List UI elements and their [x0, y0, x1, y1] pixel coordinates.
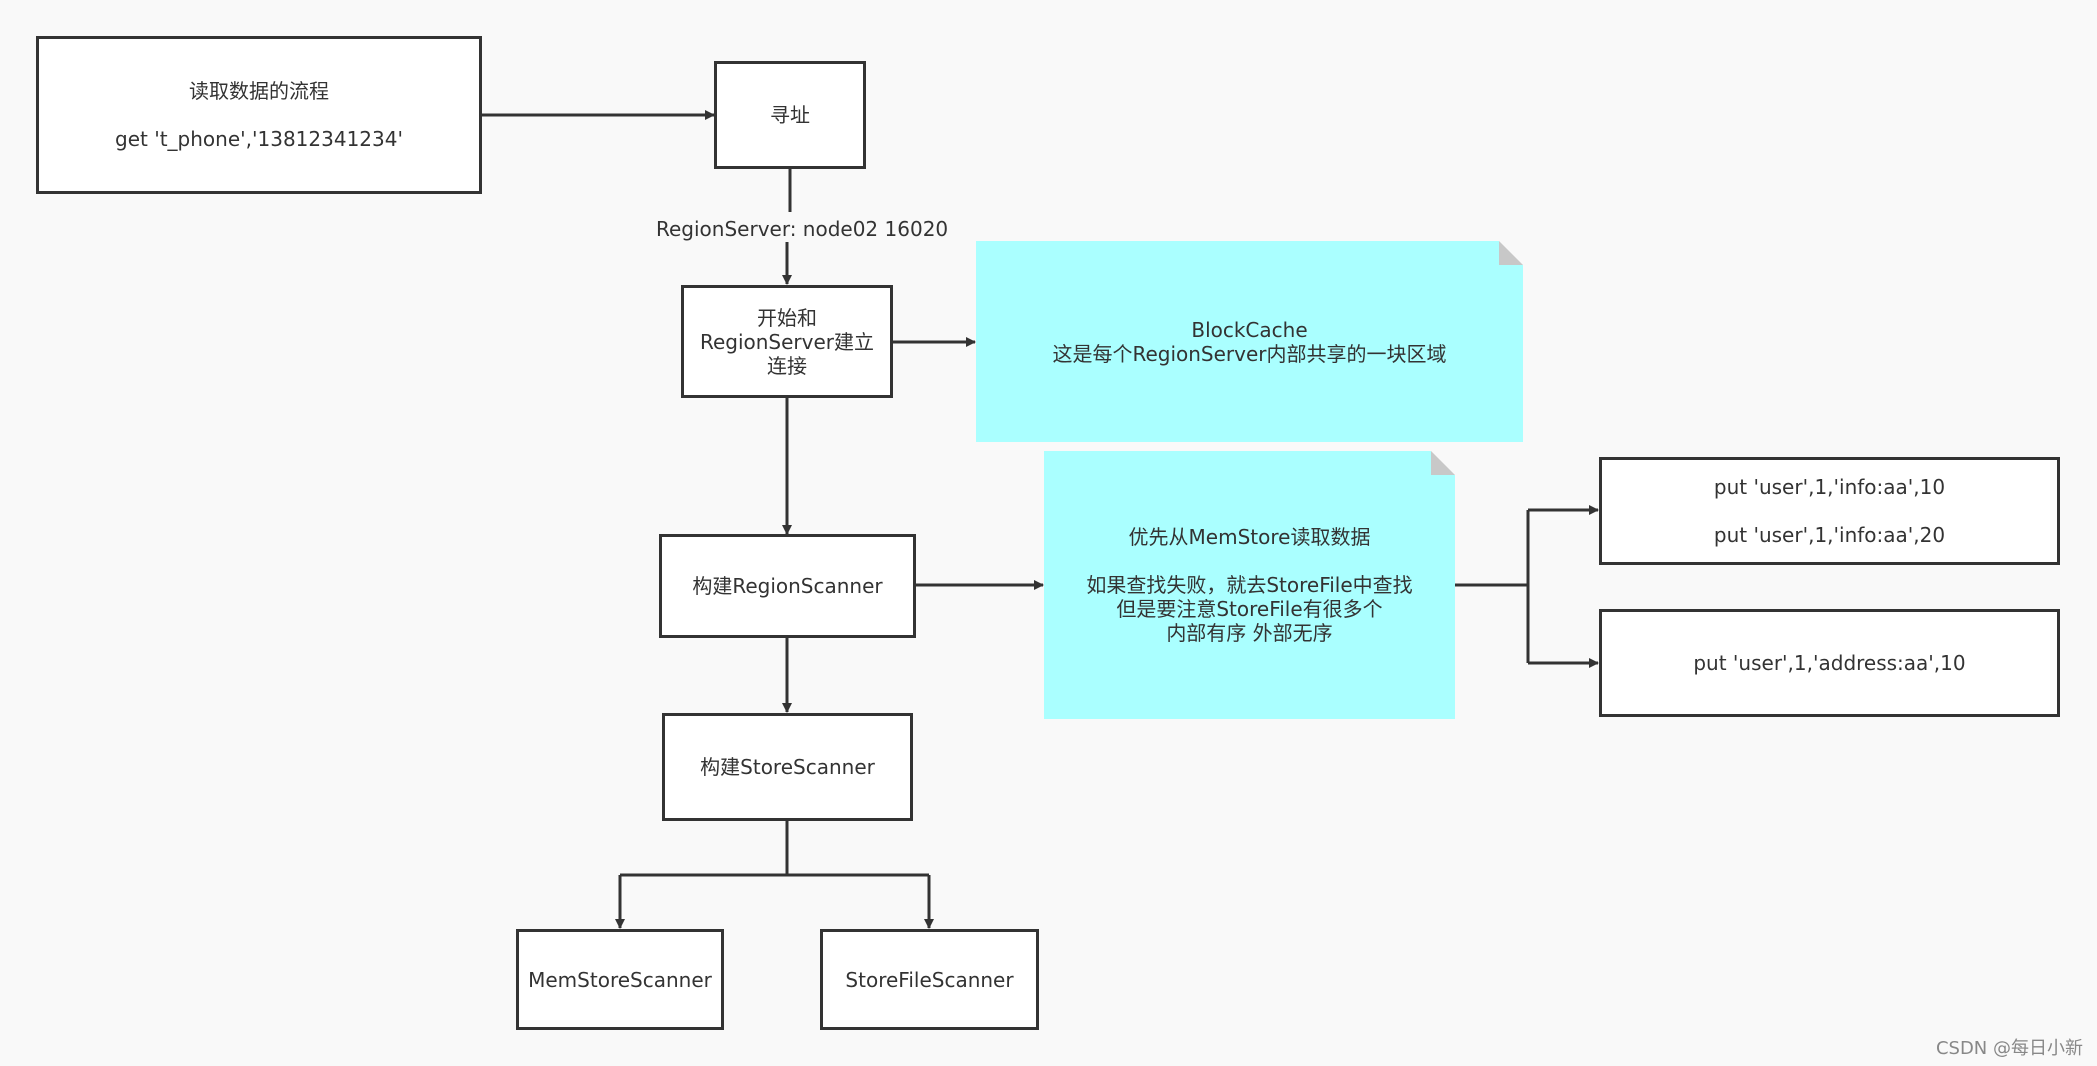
memstore-note-line-3: 但是要注意StoreFile有很多个: [1116, 597, 1383, 621]
storefile-scanner-label: StoreFileScanner: [845, 967, 1014, 992]
blockcache-note: BlockCache 这是每个RegionServer内部共享的一块区域: [976, 241, 1523, 442]
put-info-line-1: put 'user',1,'info:aa',10: [1713, 475, 1946, 499]
blockcache-description: 这是每个RegionServer内部共享的一块区域: [1052, 341, 1447, 366]
start-title: 读取数据的流程: [189, 79, 329, 103]
start-command: get 't_phone','13812341234': [115, 127, 403, 151]
start-node: 读取数据的流程 get 't_phone','13812341234': [36, 36, 482, 194]
memstore-scanner-node: MemStoreScanner: [516, 929, 724, 1030]
storefile-scanner-node: StoreFileScanner: [820, 929, 1039, 1030]
put-info-node: put 'user',1,'info:aa',10 put 'user',1,'…: [1599, 457, 2060, 565]
connect-line-2: RegionServer建立: [699, 329, 875, 354]
address-label: 寻址: [770, 103, 810, 127]
memstore-note: 优先从MemStore读取数据 如果查找失败，就去StoreFile中查找 但是…: [1044, 451, 1455, 719]
note-fold-corner: [1499, 241, 1523, 265]
arrow-storescanner-split: [620, 820, 929, 877]
regionserver-edge-label: RegionServer: node02 16020: [654, 216, 951, 242]
blockcache-title: BlockCache: [1191, 317, 1308, 342]
memstore-note-line-4: 内部有序 外部无序: [1166, 621, 1333, 645]
connect-line-1: 开始和: [757, 305, 817, 330]
connect-line-3: 连接: [767, 353, 807, 378]
csdn-watermark: CSDN @每日小新: [1935, 1038, 2083, 1059]
memstore-note-line-1: 优先从MemStore读取数据: [1128, 525, 1371, 549]
store-scanner-label: 构建StoreScanner: [700, 755, 875, 779]
memstore-note-line-2: 如果查找失败，就去StoreFile中查找: [1086, 573, 1413, 597]
put-info-line-2: put 'user',1,'info:aa',20: [1713, 523, 1946, 547]
put-address-label: put 'user',1,'address:aa',10: [1693, 651, 1966, 675]
region-scanner-label: 构建RegionScanner: [692, 574, 883, 598]
address-node: 寻址: [714, 61, 866, 169]
store-scanner-node: 构建StoreScanner: [662, 713, 913, 821]
arrow-note-split: [1455, 510, 1530, 663]
note-fold-corner: [1431, 451, 1455, 475]
memstore-scanner-label: MemStoreScanner: [528, 967, 712, 992]
connect-node: 开始和 RegionServer建立 连接: [681, 285, 893, 398]
region-scanner-node: 构建RegionScanner: [659, 534, 916, 638]
put-address-node: put 'user',1,'address:aa',10: [1599, 609, 2060, 717]
